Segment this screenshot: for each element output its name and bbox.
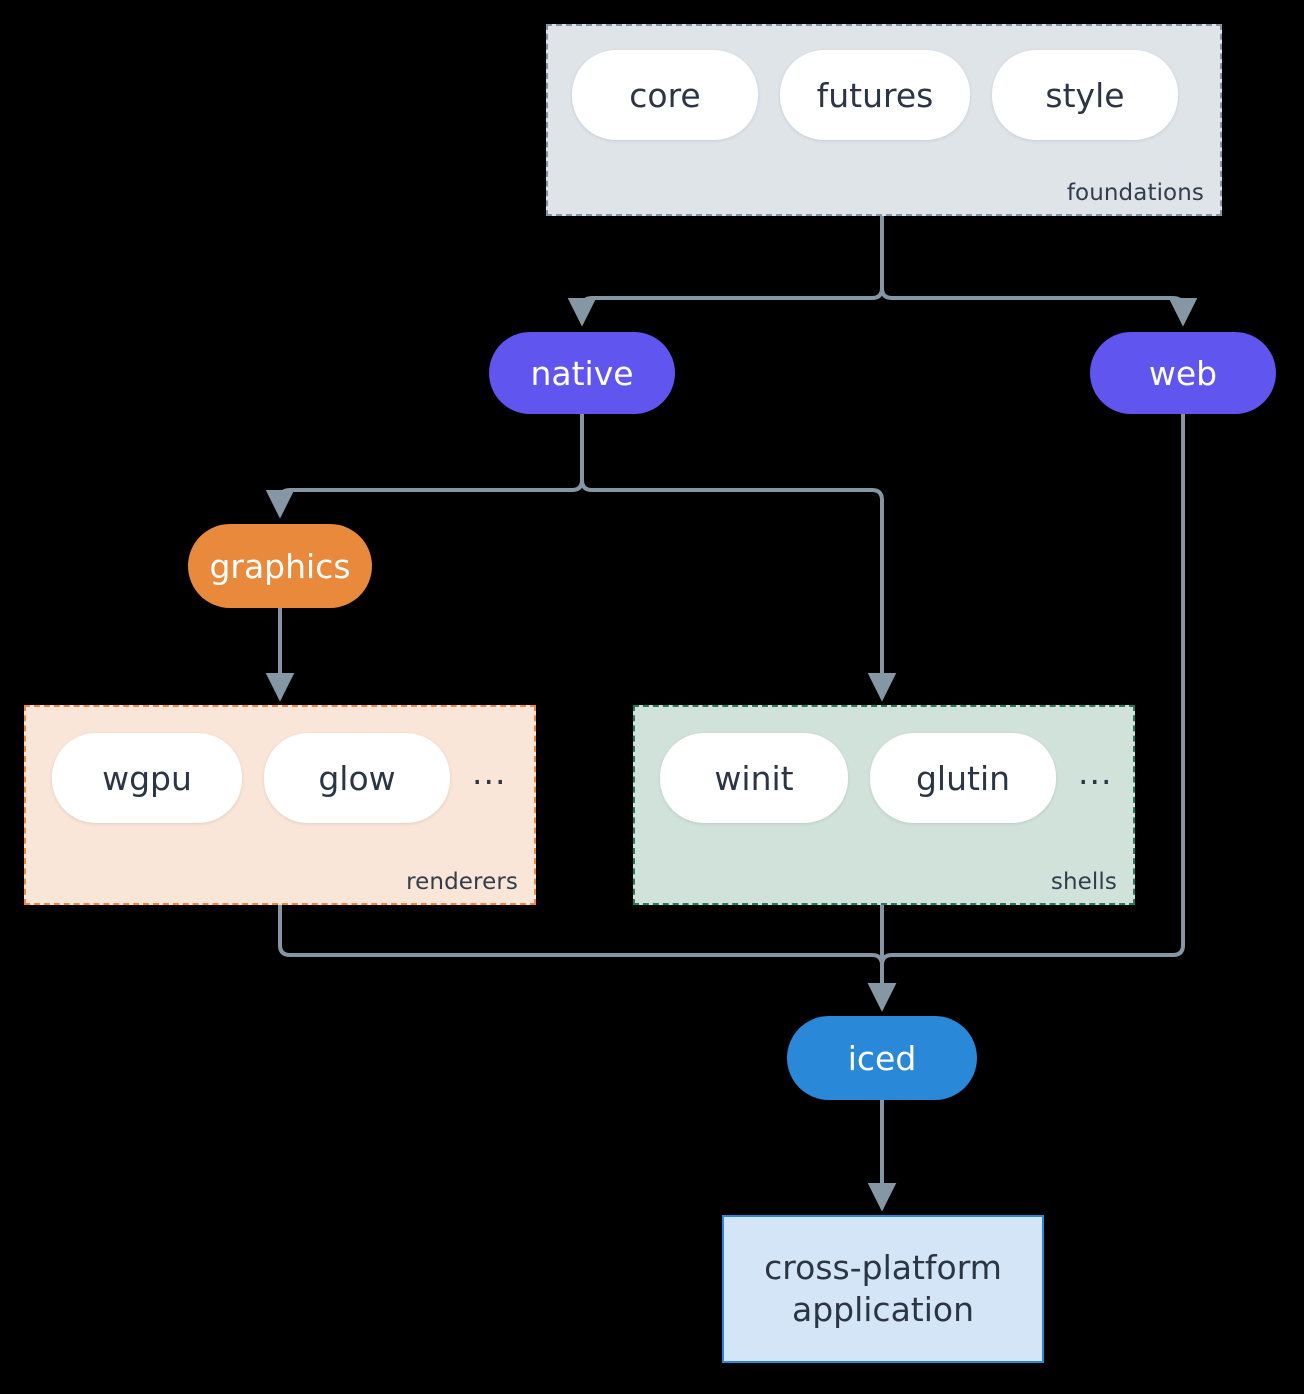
cluster-label-shells: shells: [1050, 869, 1117, 895]
chip-wgpu[interactable]: wgpu: [52, 733, 242, 823]
renderers-ellipsis: ...: [472, 752, 507, 792]
chip-winit[interactable]: winit: [660, 733, 848, 823]
foundations-chip-row: core futures style: [572, 50, 1178, 140]
cluster-shells: winit glutin ... shells: [633, 705, 1135, 905]
application-line-2: application: [791, 1290, 975, 1329]
shells-ellipsis: ...: [1078, 752, 1113, 792]
node-native[interactable]: native: [489, 332, 675, 414]
edge-foundations-to-web: [880, 214, 1198, 327]
edge-foundations-to-native: [567, 214, 884, 327]
node-application[interactable]: cross-platform application: [722, 1215, 1044, 1363]
edge-native-to-shells: [580, 412, 897, 702]
edge-renderers-to-iced: [278, 903, 897, 1012]
chip-glutin[interactable]: glutin: [870, 733, 1056, 823]
edge-native-to-graphics: [265, 412, 584, 519]
node-graphics[interactable]: graphics: [188, 524, 372, 608]
node-web[interactable]: web: [1090, 332, 1276, 414]
chip-glow[interactable]: glow: [264, 733, 450, 823]
shells-chip-row: winit glutin ...: [660, 733, 1112, 823]
application-line-1: cross-platform: [764, 1247, 1002, 1287]
cluster-label-foundations: foundations: [1066, 180, 1204, 206]
cluster-renderers: wgpu glow ... renderers: [24, 705, 536, 905]
cluster-foundations: core futures style foundations: [546, 24, 1222, 216]
cluster-label-renderers: renderers: [406, 869, 518, 895]
chip-style[interactable]: style: [992, 50, 1178, 140]
node-iced[interactable]: iced: [787, 1016, 977, 1100]
chip-core[interactable]: core: [572, 50, 758, 140]
chip-futures[interactable]: futures: [780, 50, 970, 140]
renderers-chip-row: wgpu glow ...: [52, 733, 506, 823]
